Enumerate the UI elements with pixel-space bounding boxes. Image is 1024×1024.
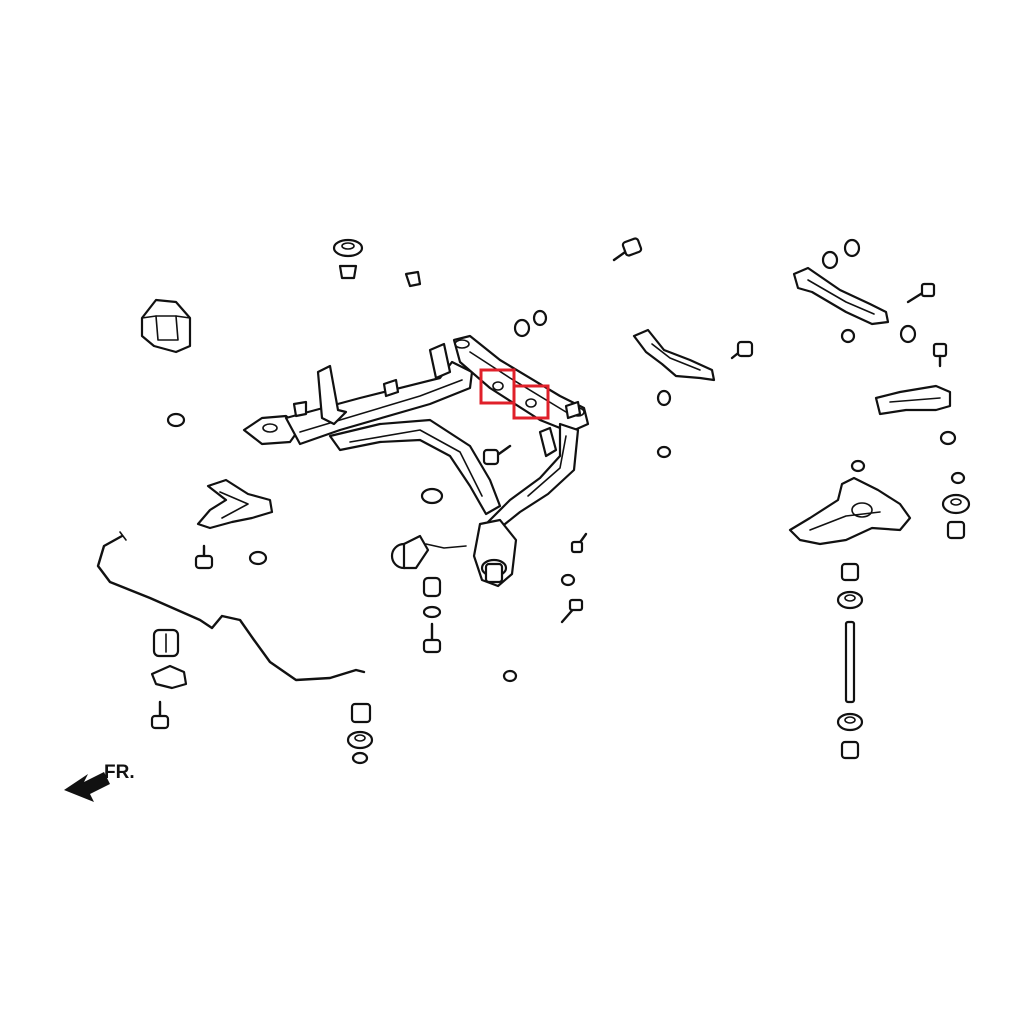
direction-label: FR. [104, 762, 135, 783]
lower-control-arm [788, 476, 912, 546]
bolt-left [194, 544, 214, 570]
washer-center [420, 487, 444, 505]
trailing-link-arm [874, 384, 952, 416]
bolt-sway-bracket [150, 700, 170, 730]
sway-bar-bushing [152, 628, 180, 658]
arrow-left-icon [64, 772, 110, 802]
washer-right-a [821, 250, 839, 270]
bolt-lower-center-stack [422, 576, 442, 654]
nut-rear-b [532, 309, 548, 327]
pivot-bushing [390, 534, 467, 570]
bolt-center [482, 444, 512, 466]
bolt-top-center [612, 237, 643, 262]
upper-link-arm [792, 266, 890, 326]
bolt-toe-link [730, 340, 754, 360]
a-arm-left [196, 478, 274, 530]
nut-rear-a [513, 318, 531, 338]
nut-right-b [899, 324, 917, 344]
rear-subframe [242, 334, 590, 588]
bushing-lower-stack [346, 702, 374, 765]
nut-right-d [850, 459, 866, 473]
nut-lower-c [502, 669, 518, 683]
bushing-right-stack [941, 493, 971, 540]
highlight-box-right [512, 384, 550, 420]
sway-bar-bracket [150, 664, 188, 690]
nut-left-a [166, 412, 186, 428]
nut-right-c [939, 430, 957, 446]
mount-washer-top [332, 238, 364, 280]
shock-rod-assembly [836, 562, 864, 760]
nut-left-b [248, 550, 268, 566]
bolt-right-mid [932, 342, 948, 368]
bolt-lower-b [560, 598, 584, 624]
washer-right-b [843, 238, 861, 258]
sway-bar [96, 531, 366, 682]
direction-indicator: FR. [64, 762, 135, 802]
nut-lower-a [560, 573, 576, 587]
nut-right-e [950, 471, 966, 485]
nut-toe-b [656, 445, 672, 459]
subframe-mount-block [140, 298, 192, 354]
bolt-lower-right [570, 532, 588, 554]
small-nut [404, 270, 422, 288]
toe-link-arm [632, 328, 716, 382]
nut-right-a [840, 328, 856, 344]
bolt-right-top [906, 282, 936, 304]
nut-toe-a [656, 389, 672, 407]
